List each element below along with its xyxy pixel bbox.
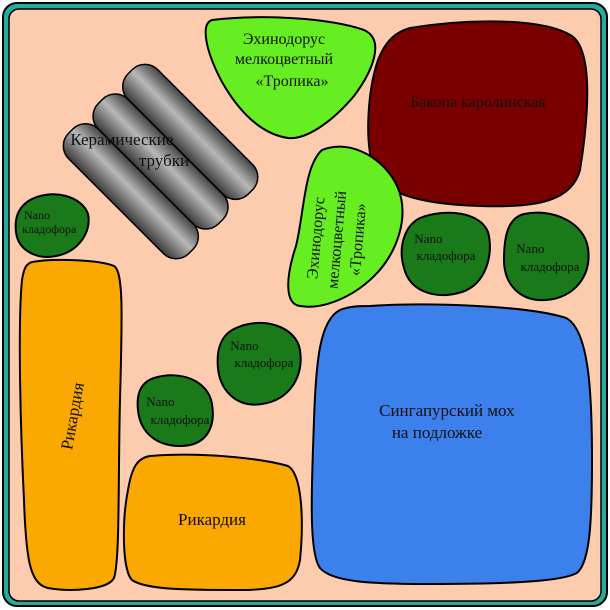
nano-cladophora-bed-3: [502, 211, 590, 302]
riccardia-bottom-bed: [122, 453, 303, 592]
nano-cladophora-bed-2: [400, 211, 491, 296]
nano-cladophora-bed-4: [216, 321, 302, 406]
ceramic-tube: [121, 63, 259, 201]
singapore-moss-label: Сингапурский мох на подложке: [379, 401, 519, 442]
nano-cladophora-bed-1: [14, 193, 90, 258]
echinodorus-top-label: Эхинодорус мелкоцветный «Тропика»: [235, 31, 337, 90]
riccardia-bottom-label: Рикардия: [178, 510, 246, 529]
nano-cladophora-label-2: Nano кладофора: [414, 231, 475, 263]
nano-cladophora-label-3: Nano кладофора: [516, 241, 579, 274]
nano-cladophora-bed-5: [136, 374, 214, 448]
nano-cladophora-label-1: Nano кладофора: [22, 208, 77, 236]
bacopa-label: Бакопа каролинская: [410, 94, 546, 111]
bacopa-bed: [367, 20, 589, 208]
echinodorus-top-bed: [204, 16, 377, 140]
riccardia-tall-bed: [18, 258, 123, 591]
nano-cladophora-label-4: Nano кладофора: [230, 338, 293, 370]
echinodorus-mid-bed: [287, 145, 404, 308]
nano-cladophora-label-5: Nano кладофора: [146, 394, 209, 427]
ceramic-tubes-label: Керамические трубки: [70, 130, 189, 170]
ceramic-tubes-group: Керамические трубки: [62, 63, 259, 260]
singapore-moss-bed: [310, 303, 594, 586]
